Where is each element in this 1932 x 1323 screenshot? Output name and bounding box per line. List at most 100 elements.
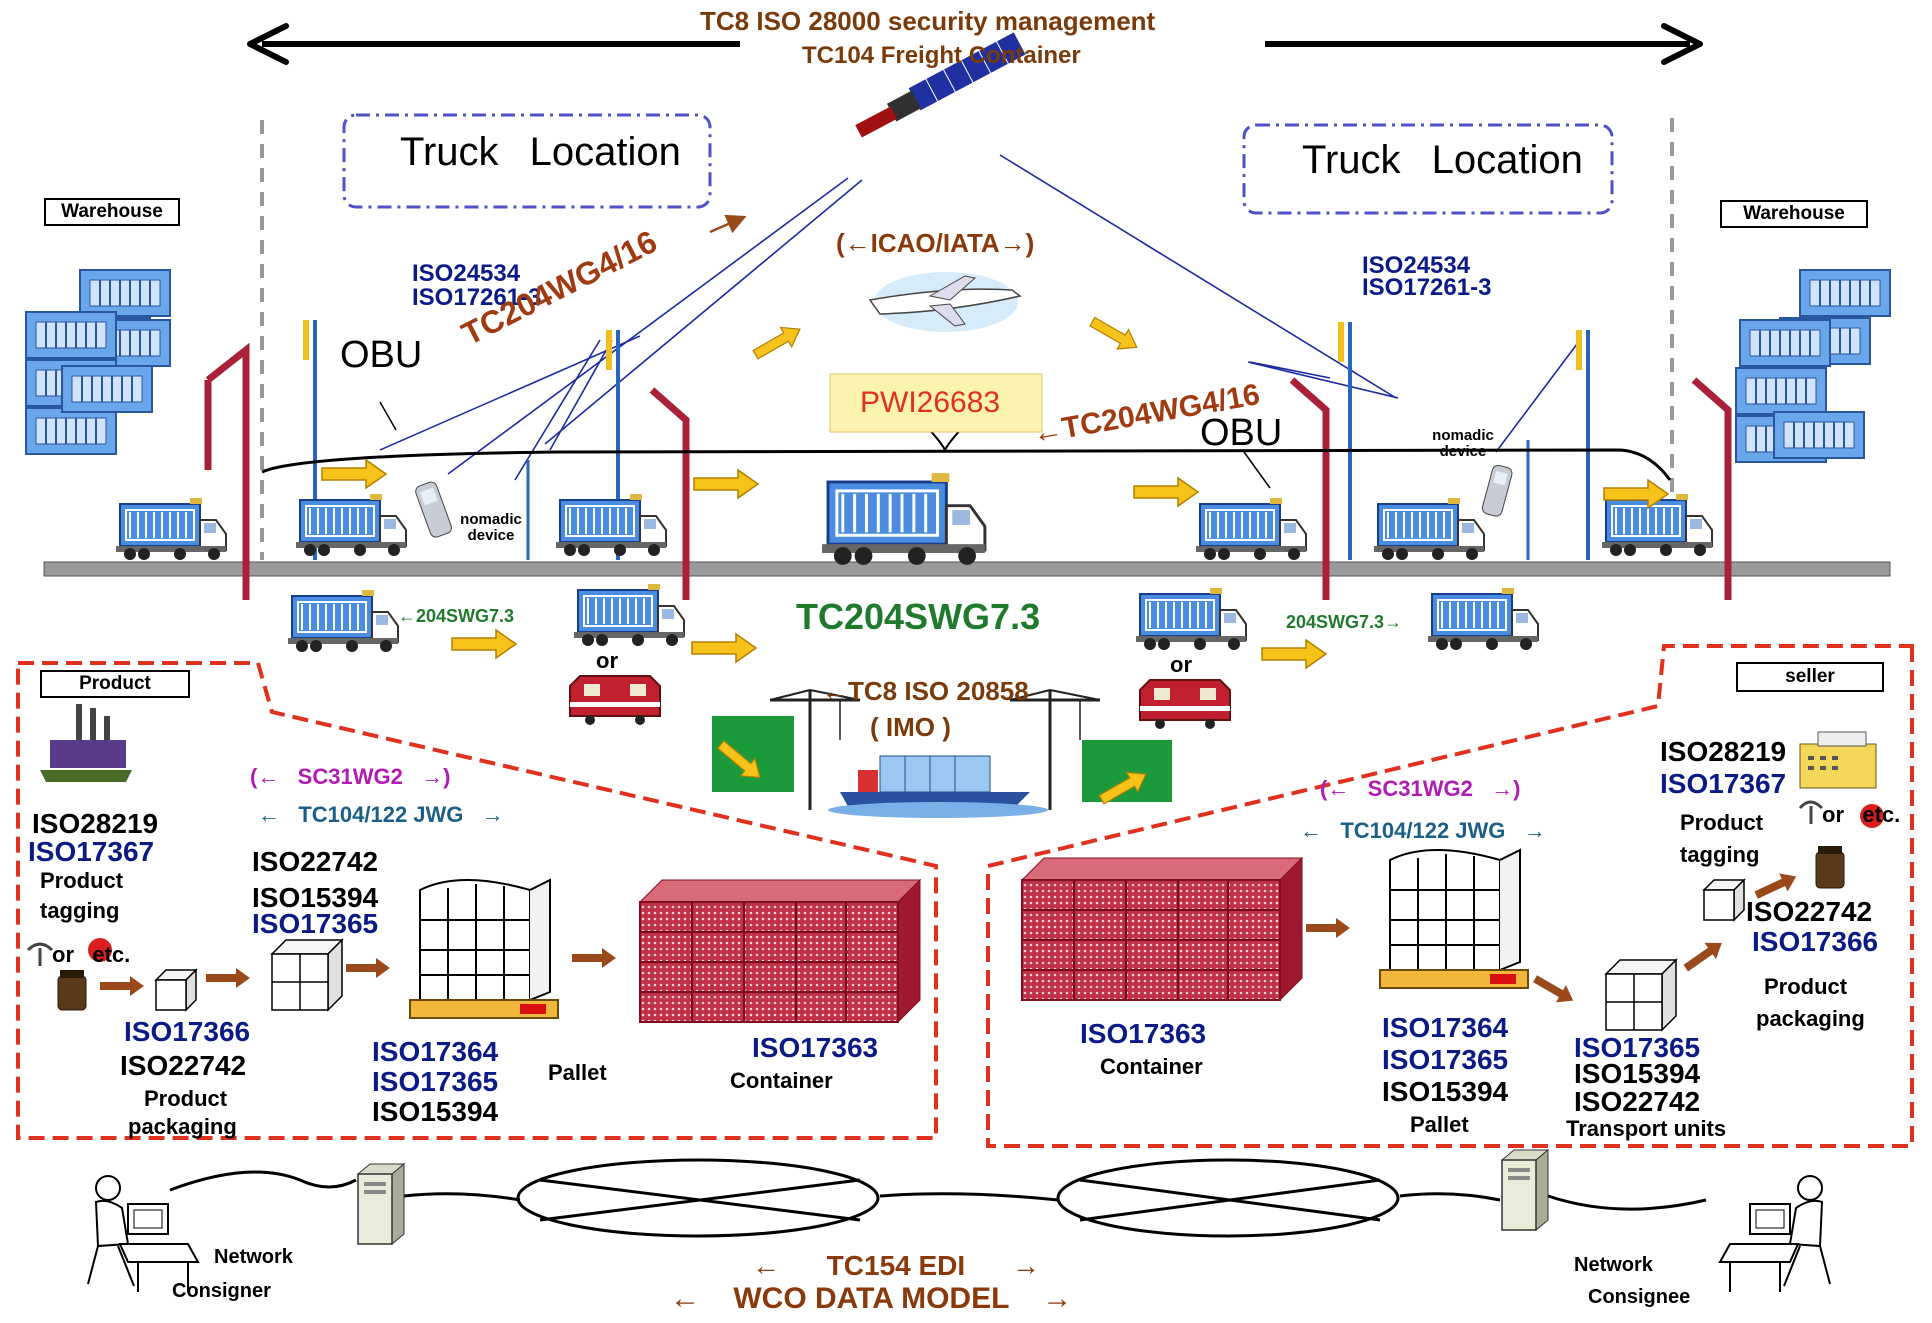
wco-label: ← WCO DATA MODEL → bbox=[670, 1282, 1073, 1315]
swg-left-label: ←204SWG7.3 bbox=[398, 606, 515, 626]
edi-label: ← TC154 EDI → bbox=[752, 1250, 1040, 1281]
right-tu-iso2: ISO15394 bbox=[1574, 1058, 1701, 1089]
truck-7 bbox=[287, 589, 399, 653]
train-right bbox=[1139, 679, 1231, 730]
header-double-arrow bbox=[247, 23, 1703, 65]
left-pkg-iso2: ISO22742 bbox=[120, 1050, 247, 1081]
header-line2: TC104 Freight Container bbox=[802, 42, 1081, 69]
right-pal-iso2: ISO17365 bbox=[1382, 1044, 1509, 1075]
network-right-2: Consignee bbox=[1588, 1286, 1691, 1308]
truck-location-box-left bbox=[342, 113, 712, 209]
left-pal-iso3: ISO15394 bbox=[372, 1096, 499, 1127]
left-flow-graphics bbox=[26, 879, 921, 1023]
sc31-right-label: (← SC31WG2 →) bbox=[1320, 776, 1521, 801]
left-pkg-iso1: ISO17366 bbox=[124, 1016, 251, 1047]
pwi-box bbox=[829, 373, 1043, 433]
left-or-etc: or etc. bbox=[52, 942, 131, 967]
swg-right-label: 204SWG7.3→ bbox=[1286, 612, 1403, 632]
air-arrow-right bbox=[1086, 311, 1143, 358]
right-or-etc: or etc. bbox=[1822, 802, 1901, 827]
truck-location-right-label: Truck Location bbox=[1302, 138, 1583, 182]
right-flow-graphics bbox=[1021, 731, 1884, 1031]
swg-center-label: TC204SWG7.3 bbox=[796, 596, 1041, 637]
seller-region bbox=[986, 644, 1914, 1148]
truck-2 bbox=[295, 493, 407, 557]
network-graphics bbox=[169, 1158, 1707, 1238]
left-pkg-desc1: Product bbox=[144, 1086, 228, 1111]
right-pal-iso1: ISO17364 bbox=[1382, 1012, 1509, 1043]
train-left bbox=[569, 675, 661, 726]
pwi-label: PWI26683 bbox=[860, 386, 1001, 419]
right-pkg-iso2: ISO17366 bbox=[1752, 926, 1879, 957]
obu-left-label: OBU bbox=[340, 334, 423, 376]
icao-label: (←ICAO/IATA→) bbox=[836, 228, 1035, 258]
left-pal-iso1: ISO17364 bbox=[372, 1036, 499, 1067]
satellite-signal-lines bbox=[379, 154, 1581, 481]
right-pkg-desc2: packaging bbox=[1756, 1006, 1865, 1031]
producer-region bbox=[16, 661, 938, 1140]
route-curve bbox=[261, 448, 1672, 481]
nomadic-right-label: nomadic device bbox=[1432, 427, 1494, 460]
right-tag-desc2: tagging bbox=[1680, 842, 1760, 867]
left-tag-iso1: ISO28219 bbox=[32, 808, 159, 839]
truck-10 bbox=[1427, 587, 1539, 651]
consignee-person bbox=[1719, 1175, 1831, 1293]
left-tu-iso1: ISO22742 bbox=[252, 846, 379, 877]
truck-location-box-right bbox=[1242, 123, 1614, 215]
consigner-person bbox=[87, 1175, 199, 1293]
product-label: Product bbox=[40, 670, 190, 698]
right-container-label: Container bbox=[1100, 1054, 1203, 1079]
left-tu-iso2: ISO15394 bbox=[252, 882, 379, 913]
sc31-left-label: (← SC31WG2 →) bbox=[250, 764, 451, 789]
truck-3 bbox=[555, 493, 667, 557]
road-arrow-2 bbox=[693, 469, 759, 499]
road-arrow-1 bbox=[321, 459, 387, 489]
iso-right-1: ISO24534 bbox=[1362, 252, 1471, 279]
truck-location-left-label: Truck Location bbox=[400, 130, 681, 174]
right-tag-iso2: ISO17367 bbox=[1660, 768, 1787, 799]
server-left bbox=[357, 1163, 405, 1245]
iso-left-1: ISO24534 bbox=[412, 260, 521, 287]
iso-right-2: ISO17261-3 bbox=[1362, 274, 1492, 301]
left-tag-desc1: Product bbox=[40, 868, 124, 893]
right-pallet-label: Pallet bbox=[1410, 1112, 1469, 1137]
truck-5 bbox=[1373, 497, 1485, 561]
network-left-2: Consigner bbox=[172, 1280, 271, 1302]
left-container-label: Container bbox=[730, 1068, 833, 1093]
air-arrow-left bbox=[749, 318, 807, 365]
warehouse-right-label: Warehouse bbox=[1720, 200, 1868, 228]
left-tag-desc2: tagging bbox=[40, 898, 120, 923]
iso-left-2: ISO17261-3 bbox=[412, 284, 542, 311]
truck-6 bbox=[1601, 493, 1713, 557]
imo-label: ( IMO ) bbox=[870, 712, 951, 742]
green-panel-right bbox=[1082, 740, 1172, 802]
left-pallet-label: Pallet bbox=[548, 1060, 607, 1085]
left-tag-iso2: ISO17367 bbox=[28, 836, 155, 867]
obu-right-label: OBU bbox=[1200, 412, 1283, 454]
right-tag-iso1: ISO28219 bbox=[1660, 736, 1787, 767]
truck-1 bbox=[115, 497, 227, 561]
tc8-imo-label: ←TC8 ISO 20858 bbox=[822, 676, 1029, 706]
left-pkg-desc2: packaging bbox=[128, 1114, 237, 1139]
or-label-1: or bbox=[596, 648, 618, 673]
left-tu-iso3: ISO17365 bbox=[252, 908, 379, 939]
warehouse-left-label: Warehouse bbox=[44, 198, 180, 226]
tc104-left-label: ← TC104/122 JWG → bbox=[258, 802, 504, 827]
lower-arrow-3 bbox=[1261, 639, 1327, 669]
warehouse-left-building bbox=[25, 269, 171, 455]
right-pkg-desc1: Product bbox=[1764, 974, 1848, 999]
nomadic-left-label: nomadic device bbox=[460, 511, 522, 544]
road-arrow-3 bbox=[1133, 477, 1199, 507]
network-left-1: Network bbox=[214, 1246, 293, 1268]
right-tag-desc1: Product bbox=[1680, 810, 1764, 835]
right-pal-iso3: ISO15394 bbox=[1382, 1076, 1509, 1107]
truck-large bbox=[820, 471, 987, 567]
left-pal-iso2: ISO17365 bbox=[372, 1066, 499, 1097]
satellite-icon bbox=[855, 31, 1027, 138]
network-right-1: Network bbox=[1574, 1254, 1653, 1276]
truck-8 bbox=[573, 583, 685, 647]
right-tu-iso3: ISO22742 bbox=[1574, 1086, 1701, 1117]
right-cont-iso: ISO17363 bbox=[1080, 1018, 1207, 1049]
